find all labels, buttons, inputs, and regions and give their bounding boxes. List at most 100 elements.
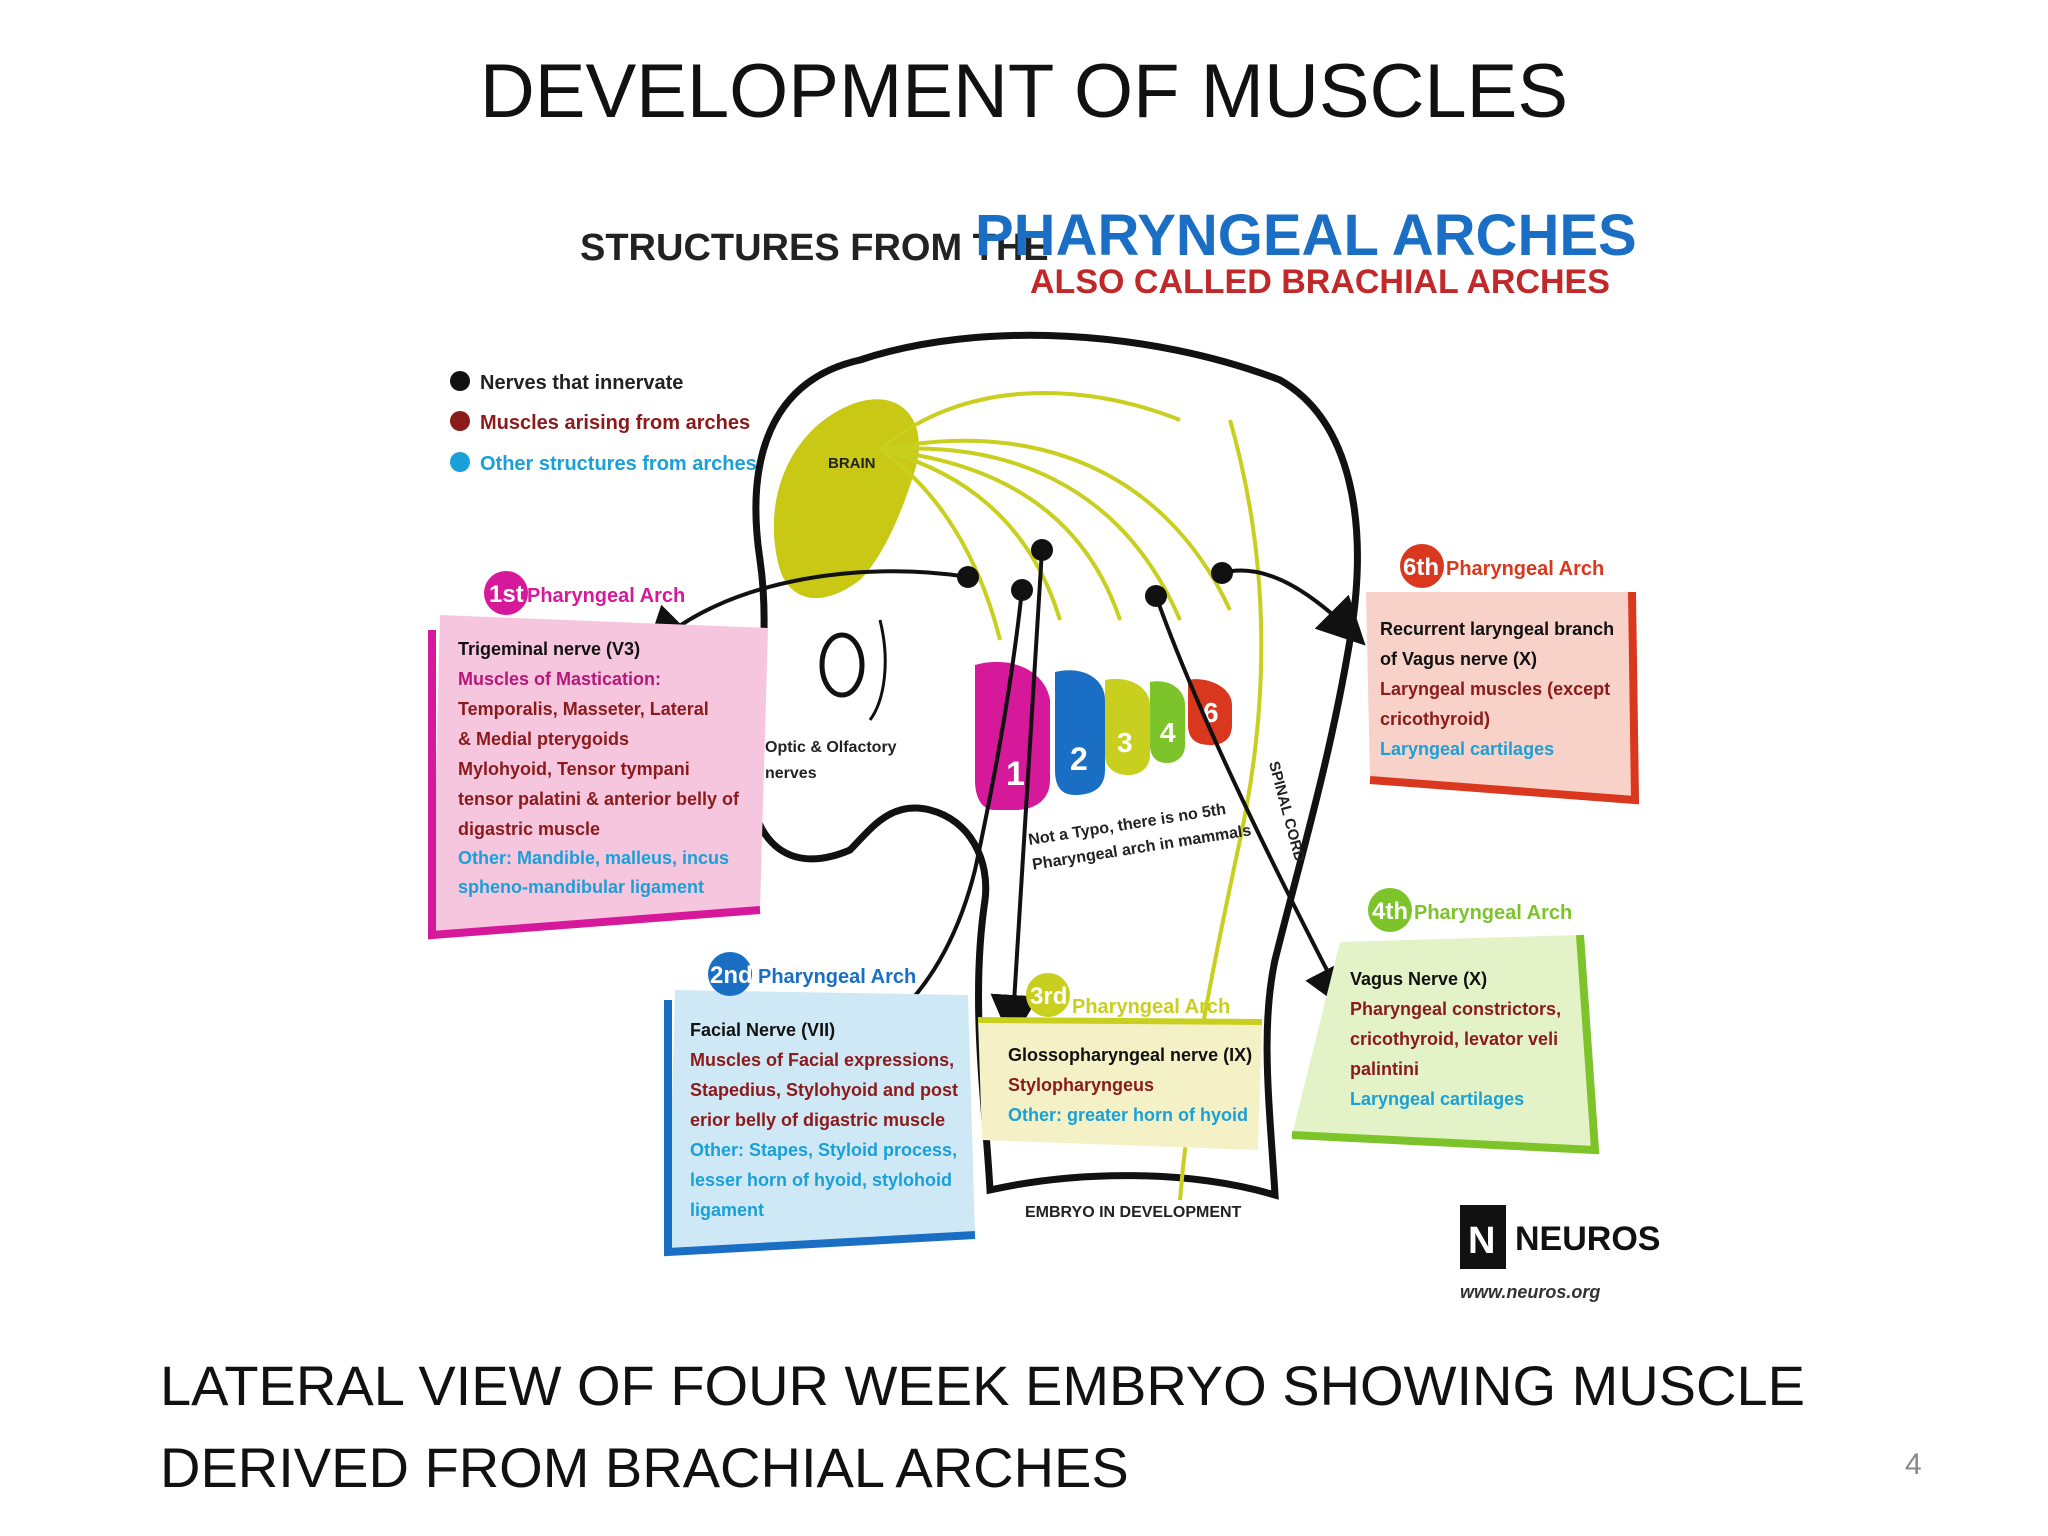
arch4-line-3: cricothyroid, levator veli xyxy=(1350,1029,1558,1049)
arch-2-blob xyxy=(1055,670,1105,795)
arch2-line-5: Other: Stapes, Styloid process, xyxy=(690,1140,957,1160)
arch2-line-2: Muscles of Facial expressions, xyxy=(690,1050,954,1070)
caption-line-2: DERIVED FROM BRACHIAL ARCHES xyxy=(160,1436,1129,1499)
arch1-line-7: digastric muscle xyxy=(458,819,600,839)
arch1-title: Pharyngeal Arch xyxy=(527,585,685,607)
arch3-badge xyxy=(1026,973,1070,1017)
optic-arrow xyxy=(868,619,887,721)
arch-number-6: 6 xyxy=(1203,697,1219,728)
arch3-line-3: Other: greater horn of hyoid xyxy=(1008,1105,1248,1125)
arch3-box: 3rd Pharyngeal Arch Glossopharyngeal ner… xyxy=(977,973,1263,1150)
arch2-line-4: erior belly of digastric muscle xyxy=(690,1110,945,1130)
arch1-line-2: Muscles of Mastication: xyxy=(458,669,661,689)
arch3-box-border xyxy=(977,1017,1263,1025)
arch2-line-1: Facial Nerve (VII) xyxy=(690,1020,835,1040)
legend-dot-other xyxy=(450,452,470,472)
arch2-line-7: ligament xyxy=(690,1200,764,1220)
arch1-box-bg xyxy=(432,615,768,935)
arch2-box-bg xyxy=(668,990,975,1252)
arch6-box-border xyxy=(1369,591,1640,805)
optic-label-line1: Optic & Olfactory xyxy=(765,739,897,756)
optic-label-line2: nerves xyxy=(765,765,817,782)
arch2-title: Pharyngeal Arch xyxy=(758,966,916,988)
neuros-logo-text: NEUROS xyxy=(1515,1220,1660,1258)
arch6-line-1: Recurrent laryngeal branch xyxy=(1380,619,1614,639)
pharyngeal-arches-figure: STRUCTURES FROM THE PHARYNGEAL ARCHES AL… xyxy=(428,203,1660,1302)
legend-label-nerves: Nerves that innervate xyxy=(480,372,683,394)
arch-number-3: 3 xyxy=(1117,727,1133,758)
page-number: 4 xyxy=(1905,1448,1922,1481)
brain-label: BRAIN xyxy=(828,455,876,472)
arrow-to-arch6 xyxy=(1221,568,1366,646)
arch-4-blob xyxy=(1150,681,1185,763)
arch4-line-5: Laryngeal cartilages xyxy=(1350,1089,1524,1109)
brain xyxy=(773,399,919,599)
arch1-line-4: & Medial pterygoids xyxy=(458,729,629,749)
arch1-line-1: Trigeminal nerve (V3) xyxy=(458,639,640,659)
arch-blobs: 1 2 3 4 6 xyxy=(975,661,1232,810)
figure-heading-main: PHARYNGEAL ARCHES xyxy=(975,203,1637,268)
arch6-line-5: Laryngeal cartilages xyxy=(1380,739,1554,759)
arch4-box-bg xyxy=(1292,935,1595,1150)
arch1-line-9: spheno-mandibular ligament xyxy=(458,877,704,897)
legend: Nerves that innervate Muscles arising fr… xyxy=(450,371,757,475)
arch-6-blob xyxy=(1188,679,1232,745)
legend-dot-muscles xyxy=(450,411,470,431)
arch3-badge-text: 3rd xyxy=(1030,983,1067,1010)
neuros-logo-n-glyph: N xyxy=(1468,1220,1495,1262)
arch6-line-3: Laryngeal muscles (except xyxy=(1380,679,1610,699)
arch-number-2: 2 xyxy=(1070,741,1088,777)
arch2-line-3: Stapedius, Stylohyoid and post xyxy=(690,1080,958,1100)
arrow-to-arch4 xyxy=(1154,595,1349,1013)
arch3-line-1: Glossopharyngeal nerve (IX) xyxy=(1008,1045,1252,1065)
legend-dot-nerves xyxy=(450,371,470,391)
arch4-title: Pharyngeal Arch xyxy=(1414,902,1572,924)
slide-caption: LATERAL VIEW OF FOUR WEEK EMBRYO SHOWING… xyxy=(160,1345,1860,1509)
spinal-cord-label: SPINAL CORD xyxy=(1265,760,1308,864)
arch6-box: 6th Pharyngeal Arch Recurrent laryngeal … xyxy=(1366,544,1640,805)
caption-line-1: LATERAL VIEW OF FOUR WEEK EMBRYO SHOWING… xyxy=(160,1354,1805,1417)
arch6-box-bg xyxy=(1366,592,1635,800)
arch2-box-border xyxy=(664,1000,976,1257)
neuros-logo-mark xyxy=(1460,1205,1506,1269)
arch1-badge xyxy=(484,571,528,615)
figure-heading-sub: ALSO CALLED BRACHIAL ARCHES xyxy=(1030,263,1610,301)
arch2-badge xyxy=(708,952,752,996)
arch1-box-border xyxy=(428,630,761,940)
arch1-line-8: Other: Mandible, malleus, incus xyxy=(458,848,729,868)
arch1-line-6: tensor palatini & anterior belly of xyxy=(458,789,740,809)
arch-3-blob xyxy=(1105,678,1150,775)
arch3-title: Pharyngeal Arch xyxy=(1072,996,1230,1018)
arch4-badge xyxy=(1368,888,1412,932)
arch-number-1: 1 xyxy=(1006,755,1025,793)
arch1-box: 1st Pharyngeal Arch Trigeminal nerve (V3… xyxy=(428,571,768,940)
arch4-box-border xyxy=(1291,934,1600,1155)
neuros-logo-url: www.neuros.org xyxy=(1460,1282,1600,1302)
arch6-title: Pharyngeal Arch xyxy=(1446,558,1604,580)
arch1-badge-text: 1st xyxy=(489,581,524,608)
embryo-outline xyxy=(746,331,1361,1200)
arch6-badge-text: 6th xyxy=(1403,554,1439,581)
arch6-line-2: of Vagus nerve (X) xyxy=(1380,649,1537,669)
arch6-line-4: cricothyroid) xyxy=(1380,709,1490,729)
arch4-box: 4th Pharyngeal Arch Vagus Nerve (X) Phar… xyxy=(1291,888,1600,1155)
arch4-line-1: Vagus Nerve (X) xyxy=(1350,969,1487,989)
arrow-to-arch3 xyxy=(990,549,1044,1043)
arch3-line-2: Stylopharyngeus xyxy=(1008,1075,1154,1095)
figure-heading-prefix: STRUCTURES FROM THE xyxy=(580,227,1049,269)
arch2-line-6: lesser horn of hyoid, stylohoid xyxy=(690,1170,952,1190)
optic-vesicle xyxy=(819,632,865,698)
arch3-box-bg xyxy=(978,1018,1262,1150)
arch-number-4: 4 xyxy=(1160,717,1176,748)
arch6-badge xyxy=(1400,544,1444,588)
arch2-box: 2nd Pharyngeal Arch Facial Nerve (VII) M… xyxy=(664,952,976,1257)
embryo-label: EMBRYO IN DEVELOPMENT xyxy=(1025,1204,1242,1221)
arch4-line-2: Pharyngeal constrictors, xyxy=(1350,999,1561,1019)
arch2-badge-text: 2nd xyxy=(710,962,753,989)
legend-label-other: Other structures from arches xyxy=(480,453,757,475)
arch4-badge-text: 4th xyxy=(1372,898,1408,925)
neuros-logo: N NEUROS www.neuros.org xyxy=(1460,1205,1660,1302)
arch4-line-4: palintini xyxy=(1350,1059,1419,1079)
arch1-line-3: Temporalis, Masseter, Lateral xyxy=(458,699,709,719)
slide-title: DEVELOPMENT OF MUSCLES xyxy=(479,49,1569,134)
